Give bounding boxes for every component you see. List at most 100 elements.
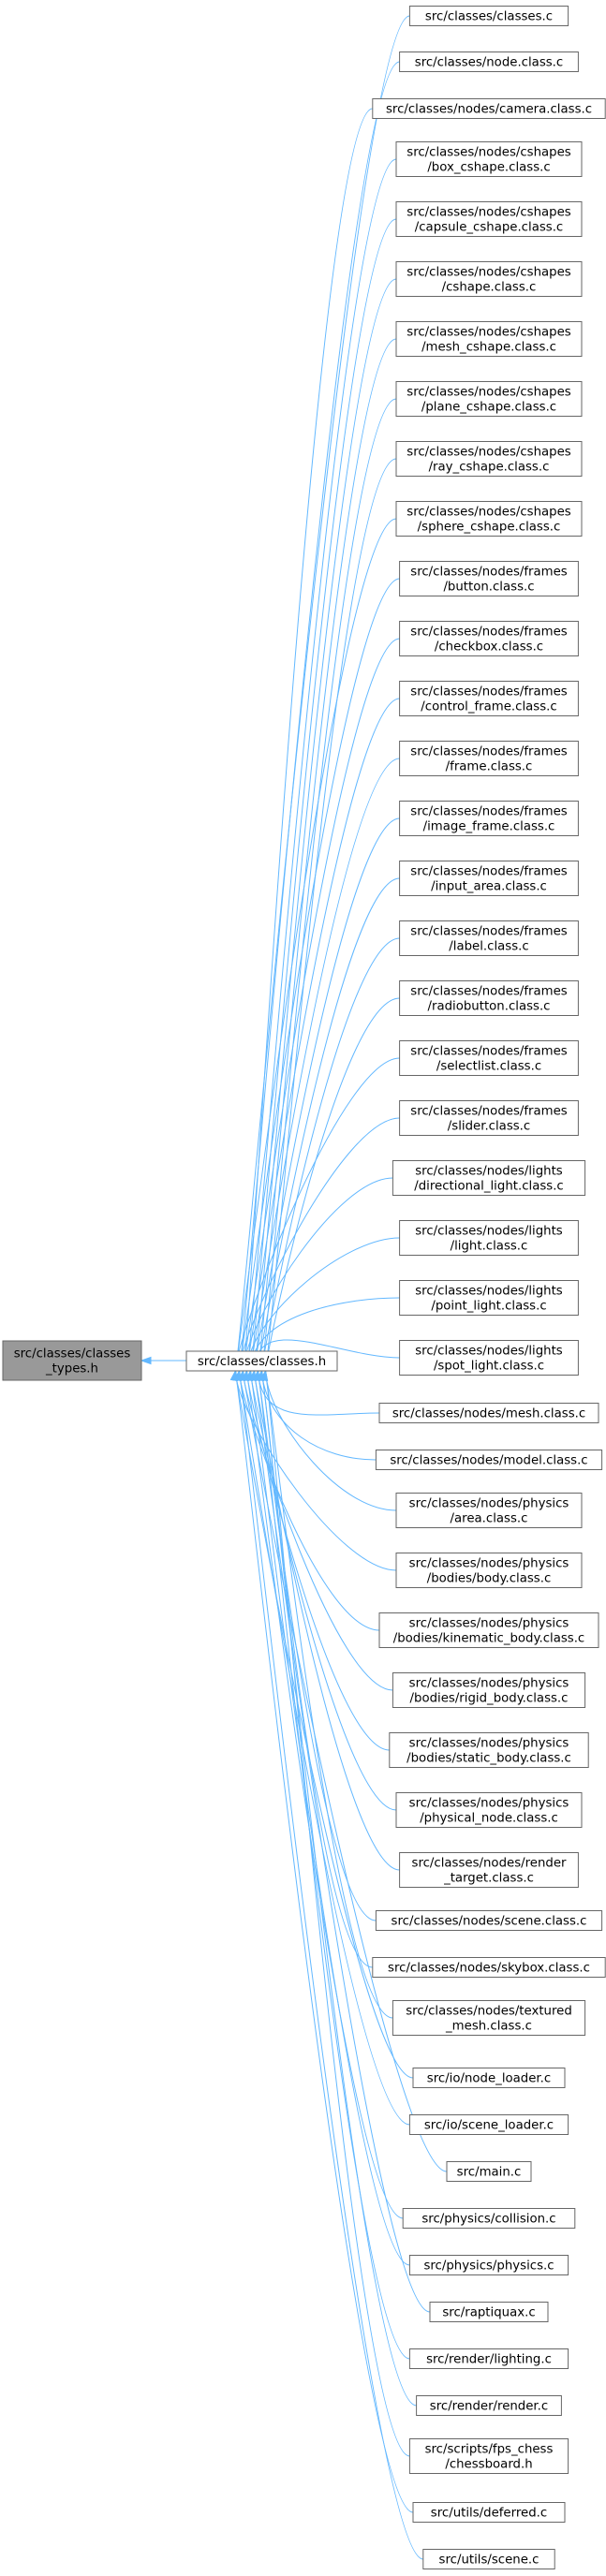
- dependent-file-node[interactable]: src/classes/classes.c: [408, 6, 569, 26]
- dependent-file-node-box: [429, 2302, 549, 2322]
- dependent-file-node-label-line: /selectlist.class.c: [436, 1060, 541, 1074]
- dependent-file-node[interactable]: src/classes/nodes/frames/image_frame.cla…: [399, 801, 579, 836]
- dependent-file-node-label-line: /sphere_cshape.class.c: [418, 521, 561, 535]
- classes-header-node[interactable]: src/classes/classes.h: [185, 1350, 338, 1372]
- dependent-file-node-label-line: /plane_cshape.class.c: [421, 401, 556, 415]
- dependent-file-node[interactable]: src/io/scene_loader.c: [408, 2114, 569, 2135]
- dependent-file-node[interactable]: src/classes/nodes/frames/frame.class.c: [399, 741, 579, 776]
- dependent-file-node[interactable]: src/classes/nodes/cshapes/sphere_cshape.…: [395, 501, 583, 537]
- dependent-file-node-label-line: /bodies/body.class.c: [427, 1572, 552, 1586]
- dependent-file-node-label-line: /mesh_cshape.class.c: [421, 341, 556, 355]
- edge-target-3: [247, 158, 397, 1363]
- dependent-file-node[interactable]: src/classes/nodes/physics/bodies/kinemat…: [378, 1612, 599, 1648]
- dependent-file-node-label-line: /image_frame.class.c: [423, 820, 555, 834]
- dependent-file-node-label-line: /bodies/kinematic_body.class.c: [393, 1632, 585, 1646]
- dependent-file-node[interactable]: src/classes/node.class.c: [399, 52, 579, 72]
- dependent-file-node[interactable]: src/raptiquax.c: [429, 2302, 549, 2322]
- dependent-file-node-box: [446, 2161, 532, 2182]
- dependent-file-node[interactable]: src/classes/nodes/physics/physical_node.…: [395, 1792, 583, 1828]
- dependent-file-node[interactable]: src/classes/nodes/frames/selectlist.clas…: [399, 1040, 579, 1076]
- dependent-file-node[interactable]: src/classes/nodes/frames/label.class.c: [399, 920, 579, 956]
- dependent-file-node[interactable]: src/classes/nodes/model.class.c: [375, 1450, 603, 1470]
- dependent-file-node[interactable]: src/main.c: [446, 2161, 532, 2182]
- dependent-file-node-label-line: /button.class.c: [443, 581, 534, 595]
- dependent-file-node[interactable]: src/classes/nodes/lights/spot_light.clas…: [399, 1340, 579, 1376]
- dependent-file-node-label-line: src/render/render.c: [430, 2400, 548, 2414]
- dependent-file-node[interactable]: src/physics/collision.c: [402, 2208, 576, 2229]
- root-file-node-box: [2, 1340, 142, 1381]
- dependent-file-node-label-line: src/io/scene_loader.c: [424, 2119, 554, 2133]
- dependent-file-node-box: [399, 561, 579, 596]
- dependent-file-node[interactable]: src/classes/nodes/skybox.class.c: [372, 1957, 606, 1978]
- dependent-file-node[interactable]: src/classes/nodes/physics/area.class.c: [395, 1493, 583, 1528]
- dependent-file-node-box: [399, 1040, 579, 1076]
- dependent-file-node-label-line: src/classes/nodes/lights: [415, 1285, 563, 1299]
- edge-target-4: [251, 218, 397, 1363]
- dependent-file-node[interactable]: src/utils/scene.c: [422, 2549, 555, 2569]
- dependent-file-node[interactable]: src/classes/nodes/cshapes/capsule_cshape…: [395, 201, 583, 237]
- root-file-node-label-line: src/classes/classes: [14, 1347, 131, 1362]
- dependent-file-node[interactable]: src/render/render.c: [416, 2395, 562, 2416]
- edge-target-45: [236, 1378, 414, 2513]
- dependent-file-node[interactable]: src/classes/nodes/scene.class.c: [375, 1910, 603, 1931]
- dependent-file-node[interactable]: src/classes/nodes/cshapes/cshape.class.c: [395, 261, 583, 297]
- dependent-file-node[interactable]: src/io/node_loader.c: [412, 2068, 566, 2088]
- dependent-file-node[interactable]: src/classes/nodes/textured_mesh.class.c: [392, 2000, 586, 2036]
- dependent-file-node-box: [408, 2255, 569, 2275]
- dependent-file-node-label-line: /physical_node.class.c: [420, 1812, 558, 1826]
- dependent-file-node-box: [399, 861, 579, 896]
- dependent-file-node-label-line: /input_area.class.c: [431, 880, 547, 894]
- dependent-file-node-box: [372, 98, 606, 119]
- dependent-file-node[interactable]: src/classes/nodes/lights/directional_lig…: [392, 1160, 586, 1196]
- dependent-file-node-box: [395, 141, 583, 177]
- dependent-file-node-box: [412, 2502, 566, 2523]
- dependent-file-node[interactable]: src/classes/nodes/cshapes/plane_cshape.c…: [395, 381, 583, 417]
- dependent-file-node-box: [408, 6, 569, 26]
- dependent-file-node[interactable]: src/classes/nodes/physics/bodies/body.cl…: [395, 1553, 583, 1588]
- dependent-file-node-box: [395, 381, 583, 417]
- dependent-file-node[interactable]: src/classes/nodes/frames/slider.class.c: [399, 1100, 579, 1136]
- dependent-file-node[interactable]: src/classes/nodes/lights/point_light.cla…: [399, 1280, 579, 1316]
- dependent-file-node[interactable]: src/classes/nodes/cshapes/ray_cshape.cla…: [395, 441, 583, 477]
- edge-target-31: [251, 1378, 397, 1811]
- edge-target-24: [259, 1378, 380, 1416]
- dependent-file-node-box: [392, 2000, 586, 2036]
- edge-target-12: [247, 698, 400, 1363]
- dependent-file-node[interactable]: src/classes/nodes/cshapes/mesh_cshape.cl…: [395, 321, 583, 357]
- dependent-file-node[interactable]: src/physics/physics.c: [408, 2255, 569, 2275]
- dependent-file-node[interactable]: src/render/lighting.c: [408, 2348, 569, 2369]
- dependent-file-node[interactable]: src/scripts/fps_chess/chessboard.h: [408, 2438, 569, 2474]
- dependent-file-node-box: [395, 1792, 583, 1828]
- dependent-file-node[interactable]: src/classes/nodes/lights/light.class.c: [399, 1220, 579, 1256]
- dependent-file-node[interactable]: src/classes/nodes/render_target.class.c: [399, 1852, 579, 1888]
- dependent-file-node[interactable]: src/classes/nodes/mesh.class.c: [378, 1403, 599, 1423]
- dependent-file-node[interactable]: src/classes/nodes/frames/checkbox.class.…: [399, 621, 579, 656]
- dependent-file-node[interactable]: src/classes/nodes/camera.class.c: [372, 98, 606, 119]
- edge-target-15: [259, 877, 400, 1363]
- edge-target-19: [240, 1117, 400, 1363]
- edge-target-32: [255, 1378, 400, 1871]
- dependent-file-node[interactable]: src/classes/nodes/frames/radiobutton.cla…: [399, 980, 579, 1016]
- dependent-file-node[interactable]: src/classes/nodes/frames/button.class.c: [399, 561, 579, 596]
- dependent-file-node-label-line: src/classes/node.class.c: [415, 56, 563, 70]
- edge-target-28: [240, 1378, 380, 1631]
- root-file-node[interactable]: src/classes/classes_types.h: [2, 1340, 142, 1381]
- dependent-file-node[interactable]: src/classes/nodes/physics/bodies/static_…: [389, 1732, 589, 1768]
- dependent-file-node-label-line: /label.class.c: [449, 940, 528, 954]
- edge-target-2: [244, 108, 373, 1363]
- edge-target-5: [255, 278, 397, 1363]
- dependent-file-node-label-line: /checkbox.class.c: [435, 640, 543, 655]
- dependent-file-node[interactable]: src/classes/nodes/cshapes/box_cshape.cla…: [395, 141, 583, 177]
- edge-target-11: [244, 638, 400, 1363]
- edge-target-20: [244, 1177, 393, 1363]
- dependent-file-node-box: [399, 1340, 579, 1376]
- dependent-file-node[interactable]: src/utils/deferred.c: [412, 2502, 566, 2523]
- dependent-file-node-box: [399, 621, 579, 656]
- edge-target-1: [240, 61, 400, 1363]
- dependent-file-node[interactable]: src/classes/nodes/physics/bodies/rigid_b…: [392, 1672, 586, 1708]
- dependent-file-node-box: [399, 1280, 579, 1316]
- dependent-file-node[interactable]: src/classes/nodes/frames/input_area.clas…: [399, 861, 579, 896]
- dependent-file-node-label-line: src/classes/nodes/mesh.class.c: [392, 1407, 585, 1421]
- dependent-file-node-box: [399, 681, 579, 716]
- dependent-file-node[interactable]: src/classes/nodes/frames/control_frame.c…: [399, 681, 579, 716]
